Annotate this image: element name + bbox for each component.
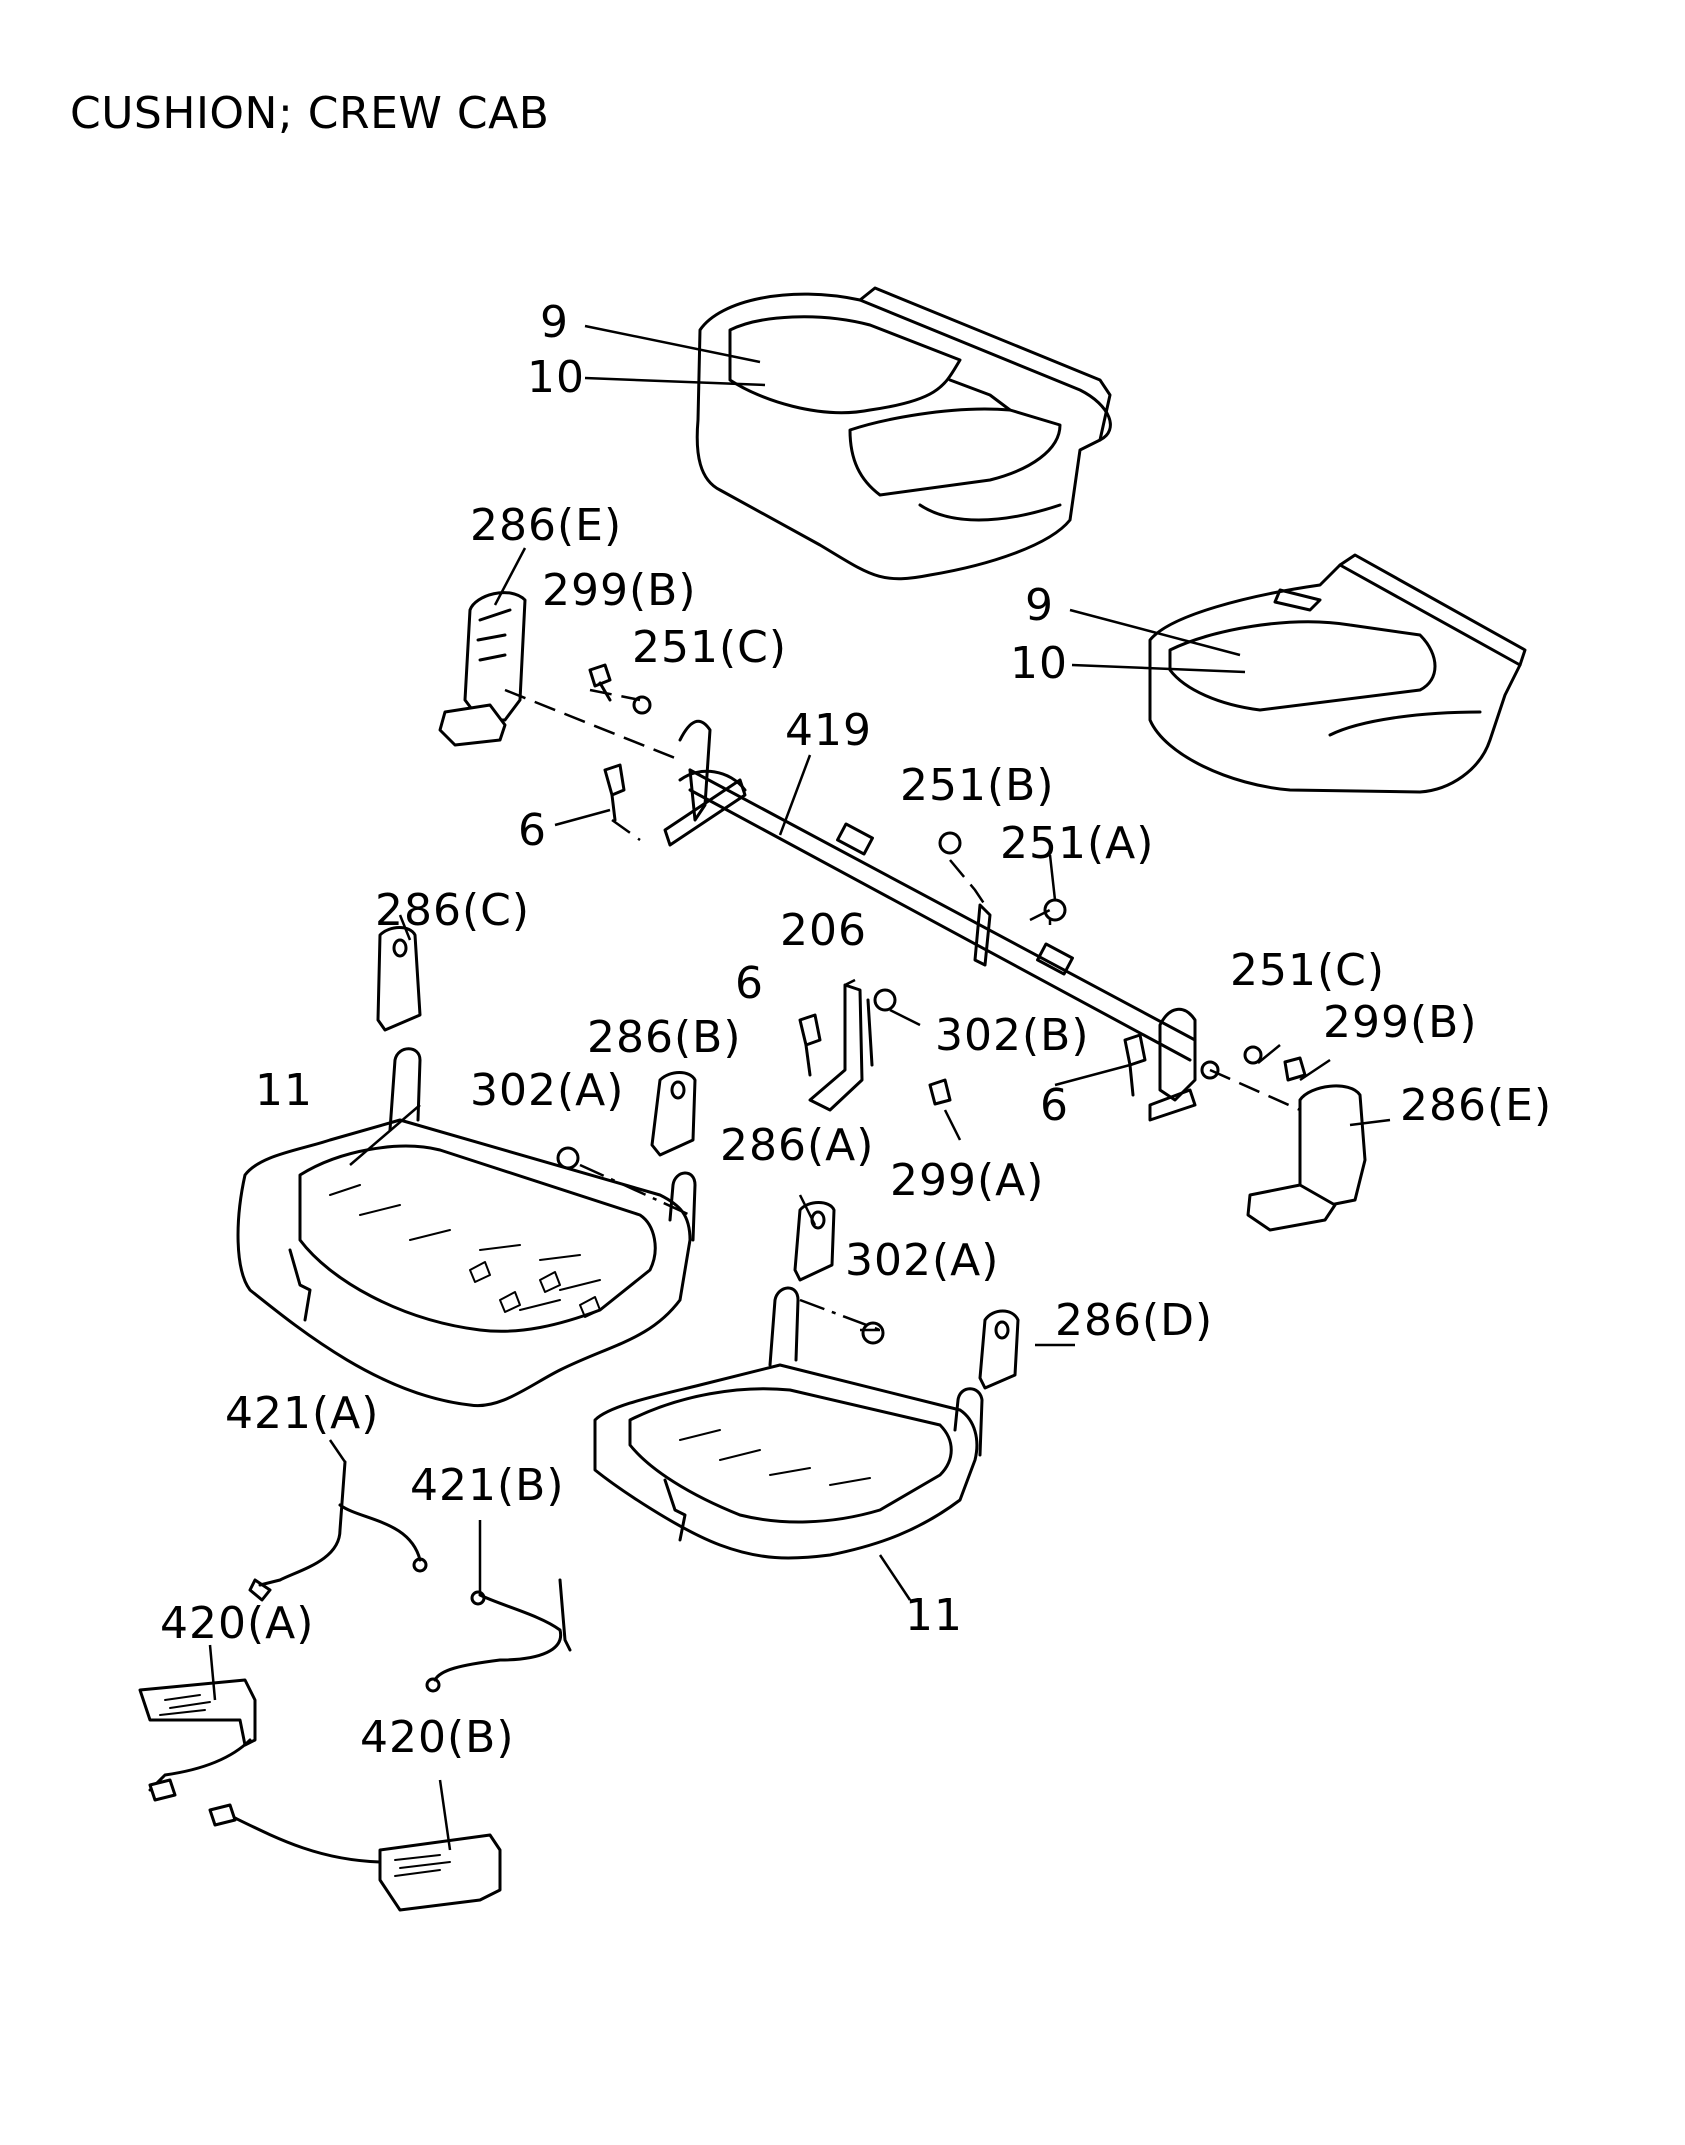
part-labels: 9 10 286(E) 299(B) 251(C) 9 10 419 6 251…	[160, 297, 1552, 1763]
bracket-286E-right	[1246, 1084, 1367, 1232]
label-251C-left: 251(C)	[632, 622, 787, 673]
label-302A-right: 302(A)	[845, 1235, 999, 1286]
bracket-206	[808, 983, 874, 1112]
label-299B-left: 299(B)	[542, 565, 697, 616]
label-6-c: 6	[1040, 1080, 1069, 1131]
label-421B: 421(B)	[410, 1460, 565, 1511]
label-9-b: 9	[1025, 580, 1054, 631]
label-420A: 420(A)	[160, 1598, 314, 1649]
label-286E-right: 286(E)	[1400, 1080, 1552, 1131]
label-251A: 251(A)	[1000, 818, 1154, 869]
label-286E-left: 286(E)	[470, 500, 622, 551]
seat-cover-small	[1148, 553, 1527, 794]
bracket-286C	[376, 926, 422, 1032]
label-286C: 286(C)	[375, 885, 530, 936]
label-286D: 286(D)	[1055, 1295, 1213, 1346]
label-286B: 286(B)	[587, 1012, 742, 1063]
label-420B: 420(B)	[360, 1712, 515, 1763]
label-9-a: 9	[540, 297, 569, 348]
bracket-286D	[978, 1309, 1020, 1390]
label-11-b: 11	[905, 1590, 963, 1641]
label-419: 419	[785, 705, 872, 756]
bracket-286E-left	[438, 591, 527, 747]
seat-cushion-11-right	[593, 1286, 984, 1560]
label-10-a: 10	[527, 352, 585, 403]
label-421A: 421(A)	[225, 1388, 379, 1439]
label-302A-left: 302(A)	[470, 1065, 624, 1116]
label-10-b: 10	[1010, 638, 1068, 689]
diagram-title: CUSHION; CREW CAB	[70, 88, 550, 139]
label-251C-right: 251(C)	[1230, 945, 1385, 996]
label-206: 206	[780, 905, 867, 956]
label-251B: 251(B)	[900, 760, 1055, 811]
label-6-a: 6	[518, 805, 547, 856]
label-299B-right: 299(B)	[1323, 997, 1478, 1048]
seat-cover-large	[695, 286, 1112, 581]
leader-lines	[208, 324, 1391, 1851]
label-286A: 286(A)	[720, 1120, 874, 1171]
label-11-a: 11	[255, 1065, 313, 1116]
label-302B: 302(B)	[935, 1010, 1090, 1061]
bracket-286B	[650, 1071, 697, 1157]
seat-cushion-11-left	[236, 1047, 697, 1408]
frame-bar-419	[663, 719, 1220, 1122]
wire-harness-421	[248, 1460, 572, 1693]
bolt-6-group	[603, 763, 1147, 1097]
label-6-b: 6	[735, 958, 764, 1009]
bracket-286A	[793, 1201, 836, 1282]
heater-420	[138, 1678, 502, 1912]
label-299A: 299(A)	[890, 1155, 1044, 1206]
